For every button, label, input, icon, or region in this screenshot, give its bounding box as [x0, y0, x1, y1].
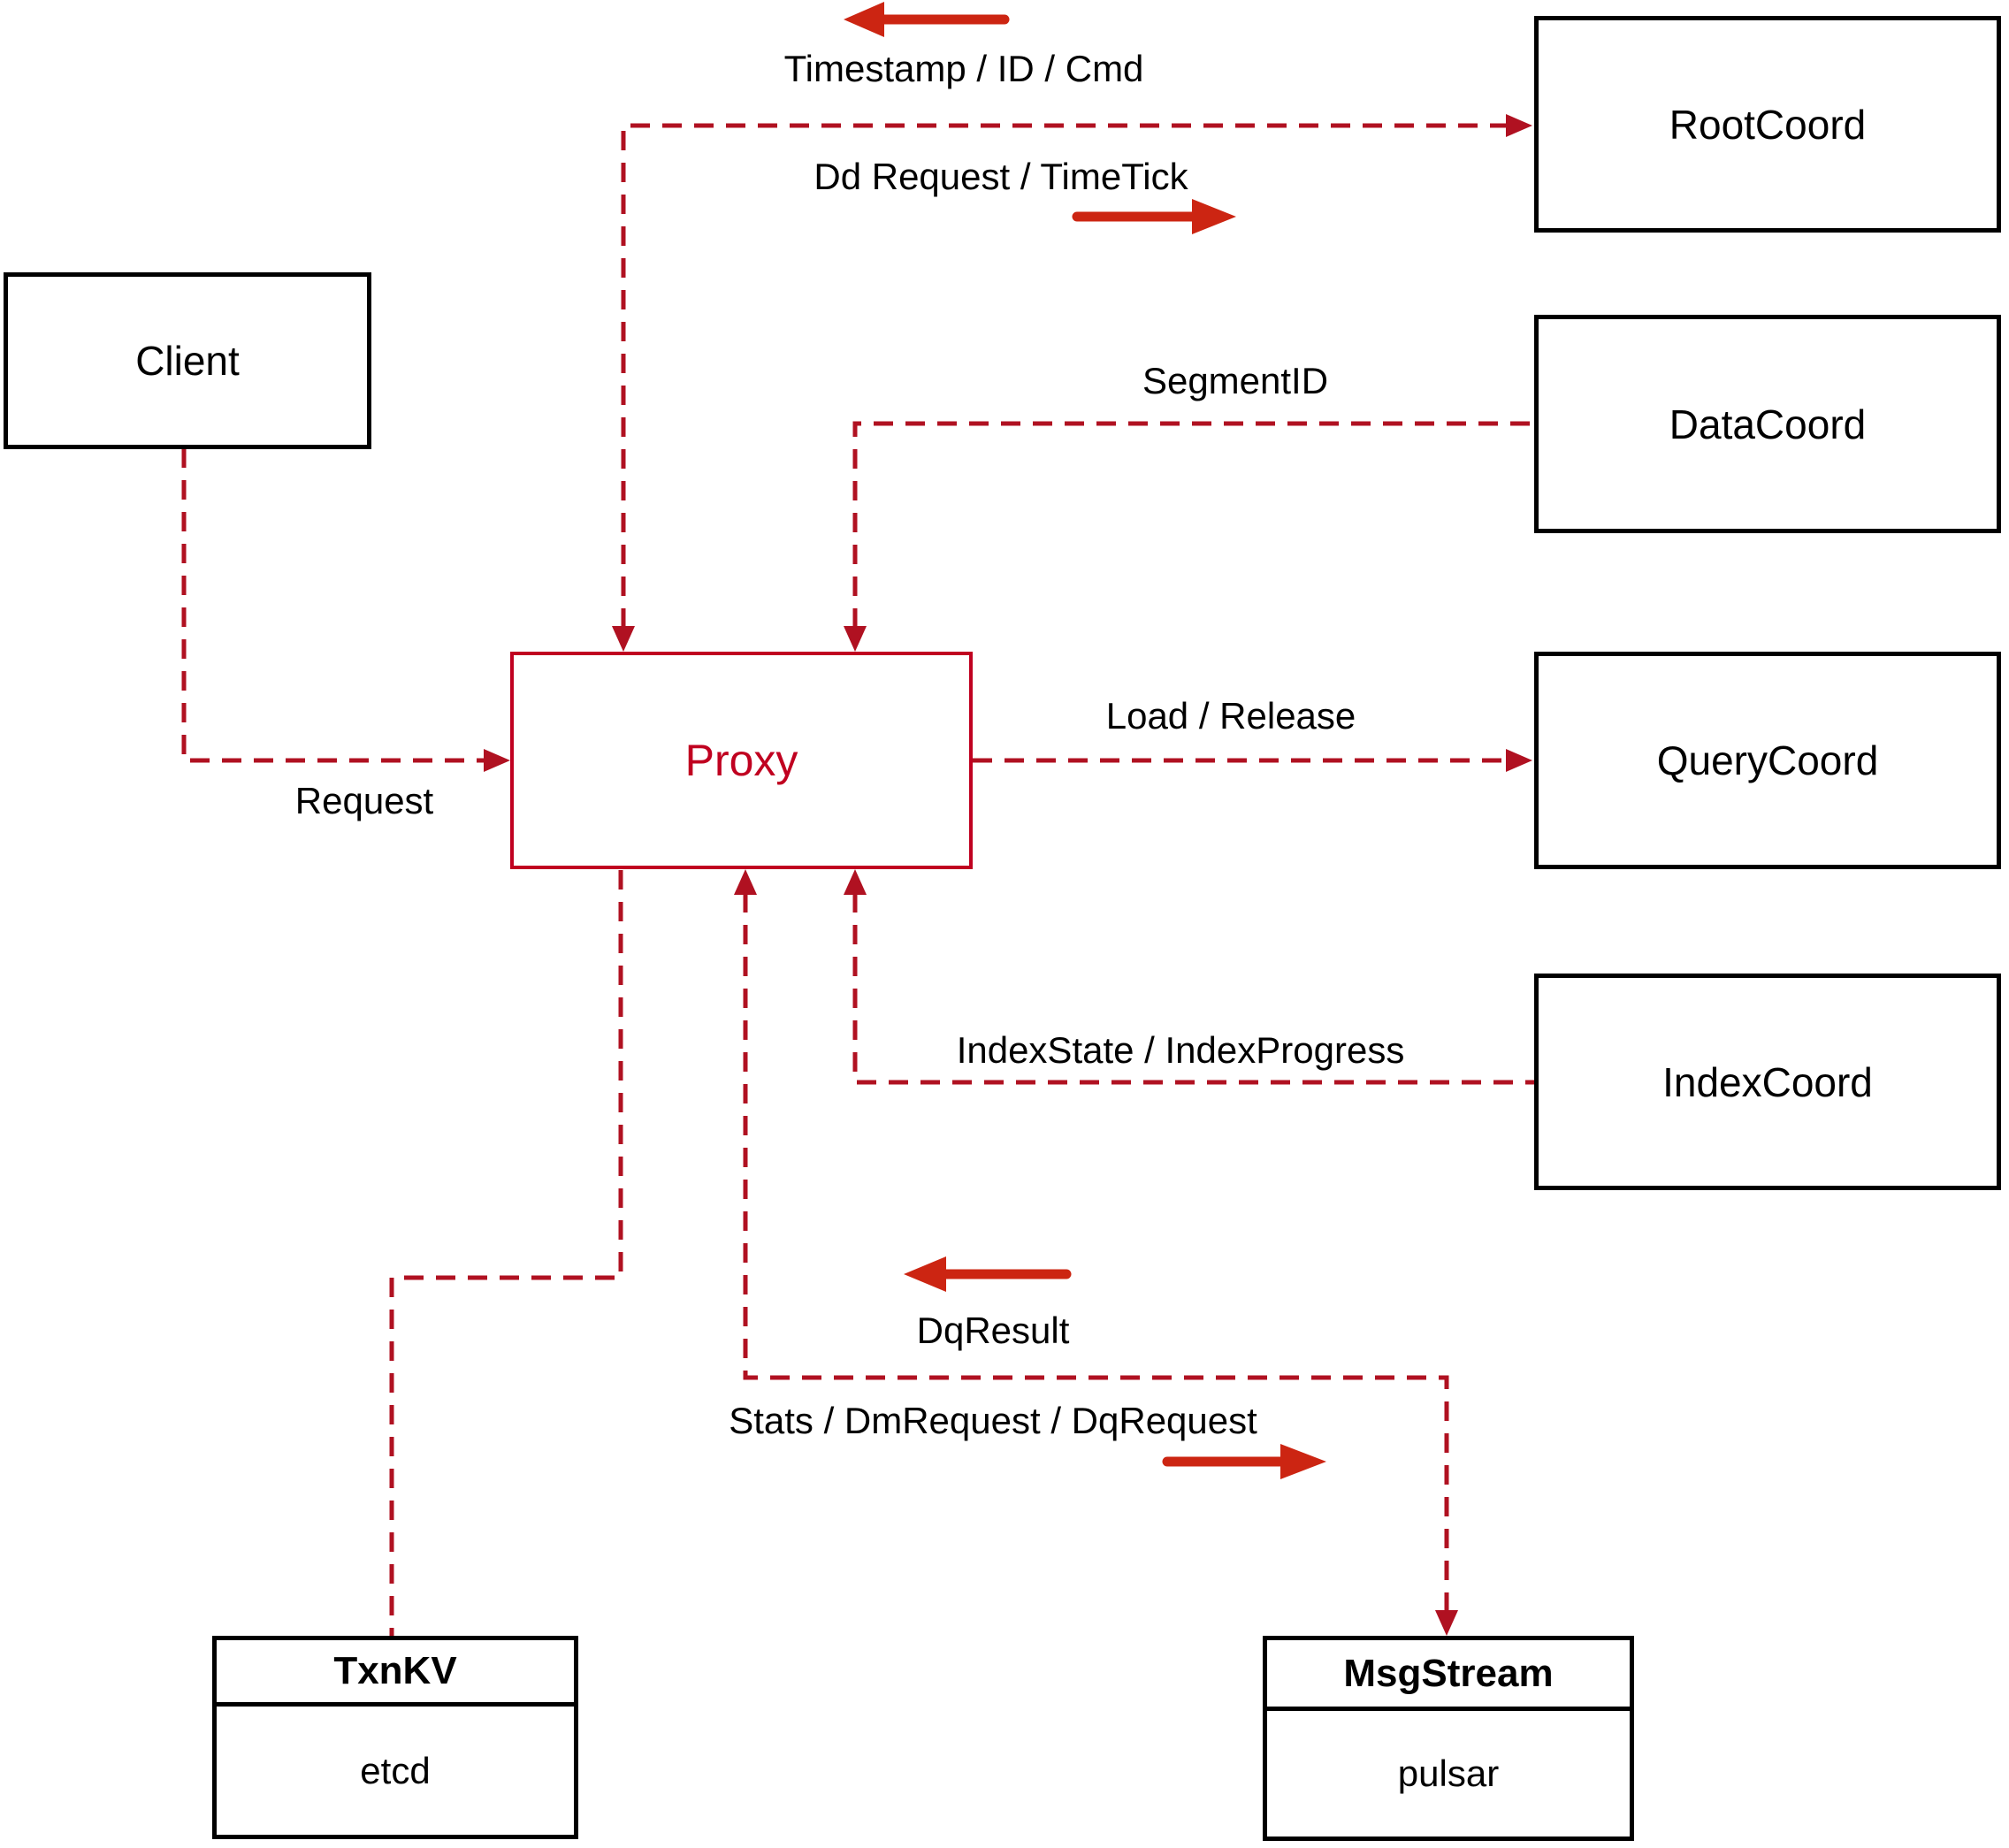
- edge-label-load-release: Load / Release: [1105, 695, 1356, 737]
- node-msgstream: MsgStream pulsar: [1263, 1636, 1634, 1841]
- node-indexcoord-label: IndexCoord: [1662, 1058, 1873, 1105]
- node-querycoord: QueryCoord: [1534, 652, 2001, 869]
- arrowhead-into-msgstream: [1435, 1610, 1458, 1636]
- arrowhead-into-proxy-left: [484, 749, 510, 772]
- edge-label-segmentid: SegmentID: [1142, 360, 1329, 401]
- direction-arrow-right-stats: [1162, 1444, 1326, 1479]
- node-msgstream-title: MsgStream: [1267, 1640, 1630, 1711]
- node-txnkv-impl: etcd: [360, 1749, 431, 1791]
- node-txnkv: TxnKV etcd: [212, 1636, 578, 1839]
- edge-label-dqresult: DqResult: [916, 1310, 1070, 1351]
- node-proxy-label: Proxy: [684, 736, 798, 785]
- node-proxy: Proxy: [510, 652, 973, 869]
- node-rootcoord-label: RootCoord: [1669, 101, 1867, 148]
- node-rootcoord: RootCoord: [1534, 16, 2001, 233]
- direction-arrow-left-timestamp: [844, 2, 1010, 37]
- connector-indexcoord-proxy: [852, 893, 1534, 1085]
- node-msgstream-impl: pulsar: [1397, 1753, 1500, 1794]
- node-txnkv-title: TxnKV: [217, 1640, 574, 1707]
- arrowhead-into-proxy-top-right: [844, 626, 867, 652]
- edge-label-stats-dmrequest-dqrequest: Stats / DmRequest / DqRequest: [729, 1400, 1257, 1441]
- node-indexcoord: IndexCoord: [1534, 974, 2001, 1190]
- connector-client-proxy: [181, 448, 485, 763]
- arrowhead-into-proxy-top-left: [612, 626, 635, 652]
- node-querycoord-label: QueryCoord: [1656, 737, 1879, 783]
- node-datacoord-label: DataCoord: [1669, 401, 1867, 447]
- arrowhead-into-proxy-bottom-right: [844, 869, 867, 895]
- connector-datacoord-proxy: [852, 421, 1534, 628]
- direction-arrow-left-dqresult: [904, 1256, 1072, 1292]
- connector-proxy-txnkv: [389, 870, 623, 1636]
- edge-label-request: Request: [294, 780, 434, 821]
- node-client-label: Client: [135, 338, 240, 384]
- edge-label-indexstate-indexprogress: IndexState / IndexProgress: [956, 1029, 1405, 1071]
- arrowhead-into-proxy-bottom-mid: [734, 869, 757, 895]
- node-client: Client: [4, 272, 371, 449]
- edge-label-dd-request-timetick: Dd Request / TimeTick: [814, 156, 1188, 197]
- connector-proxy-rootcoord: [621, 123, 1507, 628]
- arrowhead-into-rootcoord: [1506, 114, 1532, 137]
- node-datacoord: DataCoord: [1534, 315, 2001, 533]
- edge-label-timestamp-id-cmd: Timestamp / ID / Cmd: [783, 48, 1144, 89]
- direction-arrow-right-dd-request: [1072, 199, 1236, 234]
- arrowhead-into-querycoord: [1506, 749, 1532, 772]
- connector-proxy-msgstream: [743, 893, 1449, 1611]
